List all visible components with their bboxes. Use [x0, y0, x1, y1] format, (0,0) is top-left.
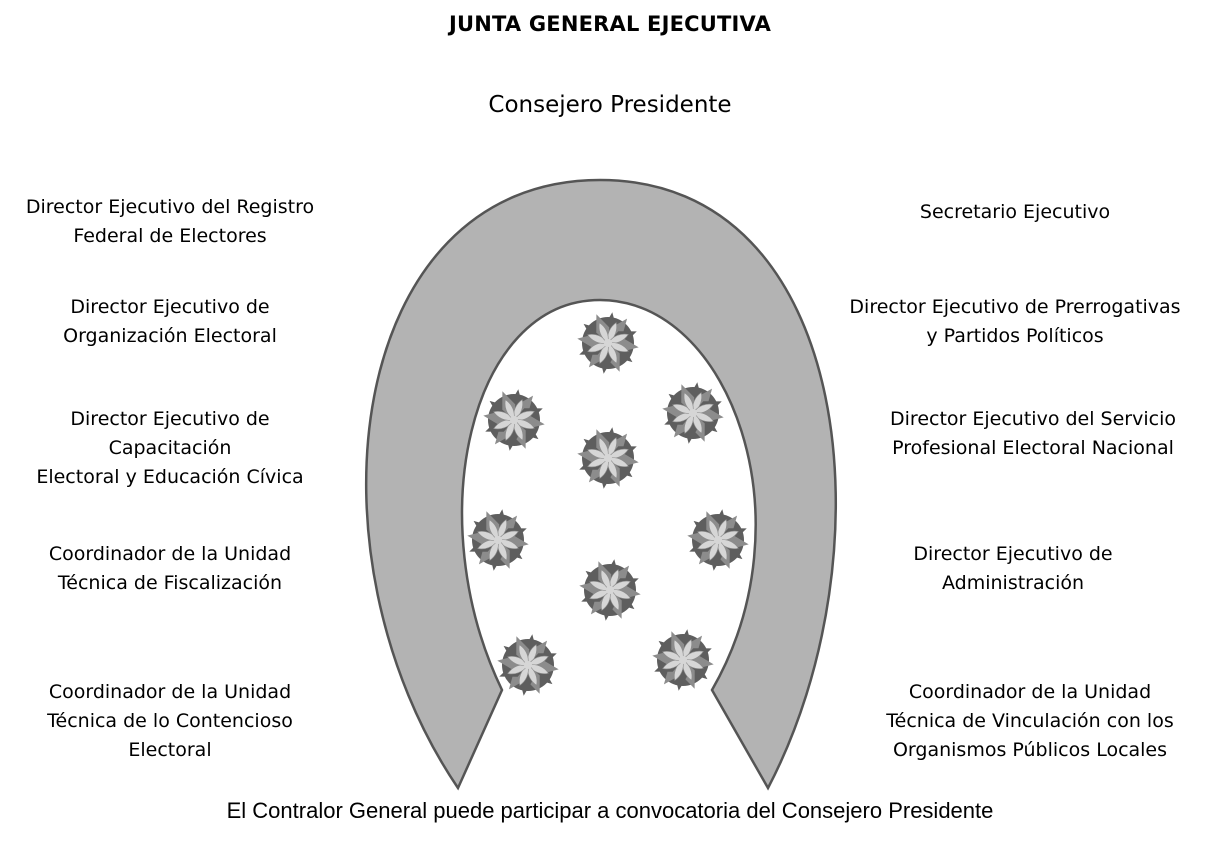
- left-label-line: Técnica de lo Contencioso: [47, 710, 293, 732]
- right-label-line: Director Ejecutivo de Prerrogativas: [849, 296, 1181, 318]
- left-label-line: Federal de Electores: [73, 225, 267, 247]
- right-label-line: Director Ejecutivo del Servicio: [890, 408, 1176, 430]
- right-label-line: Director Ejecutivo de: [913, 543, 1113, 565]
- emblem-3: [662, 382, 724, 444]
- left-label-line: Organización Electoral: [63, 325, 277, 347]
- emblem-9: [652, 629, 714, 691]
- right-label-line: Secretario Ejecutivo: [919, 201, 1111, 223]
- right-label-line: Profesional Electoral Nacional: [892, 437, 1174, 459]
- right-label-4: Director Ejecutivo de Administración: [843, 540, 1183, 598]
- horseshoe-arc: [364, 178, 838, 791]
- right-label-2: Director Ejecutivo de Prerrogativas y Par…: [825, 293, 1205, 351]
- left-label-line: Director Ejecutivo del Registro: [25, 196, 315, 218]
- left-label-line: Capacitación: [108, 437, 232, 459]
- emblem-8: [497, 634, 559, 696]
- footer-note: El Contralor General puede participar a …: [226, 798, 994, 823]
- right-label-line: Técnica de Vinculación con los: [886, 710, 1174, 732]
- right-label-1: Secretario Ejecutivo: [825, 198, 1205, 227]
- page-title: JUNTA GENERAL EJECUTIVA: [448, 12, 772, 36]
- left-label-line: Técnica de Fiscalización: [57, 572, 283, 594]
- emblem-5: [467, 509, 529, 571]
- right-label-line: Coordinador de la Unidad: [908, 681, 1152, 703]
- emblem-group: [467, 312, 749, 696]
- emblem-2: [483, 389, 545, 451]
- emblem-4: [577, 427, 639, 489]
- right-label-line: Administración: [941, 572, 1085, 594]
- left-label-line: Director Ejecutivo de: [70, 408, 270, 430]
- president-label: Consejero Presidente: [488, 92, 732, 118]
- emblem-7: [579, 559, 641, 621]
- left-label-line: Electoral: [128, 739, 212, 761]
- left-label-line: Coordinador de la Unidad: [48, 543, 292, 565]
- emblem-6: [687, 509, 749, 571]
- left-label-line: Electoral y Educación Cívica: [36, 466, 304, 488]
- right-label-line: y Partidos Políticos: [926, 325, 1104, 347]
- left-label-line: Director Ejecutivo de: [70, 296, 270, 318]
- left-label-2: Director Ejecutivo de Organización Electo…: [0, 293, 340, 351]
- right-label-line: Organismos Públicos Locales: [892, 739, 1168, 761]
- emblem-1: [577, 312, 639, 374]
- left-label-line: Coordinador de la Unidad: [48, 681, 292, 703]
